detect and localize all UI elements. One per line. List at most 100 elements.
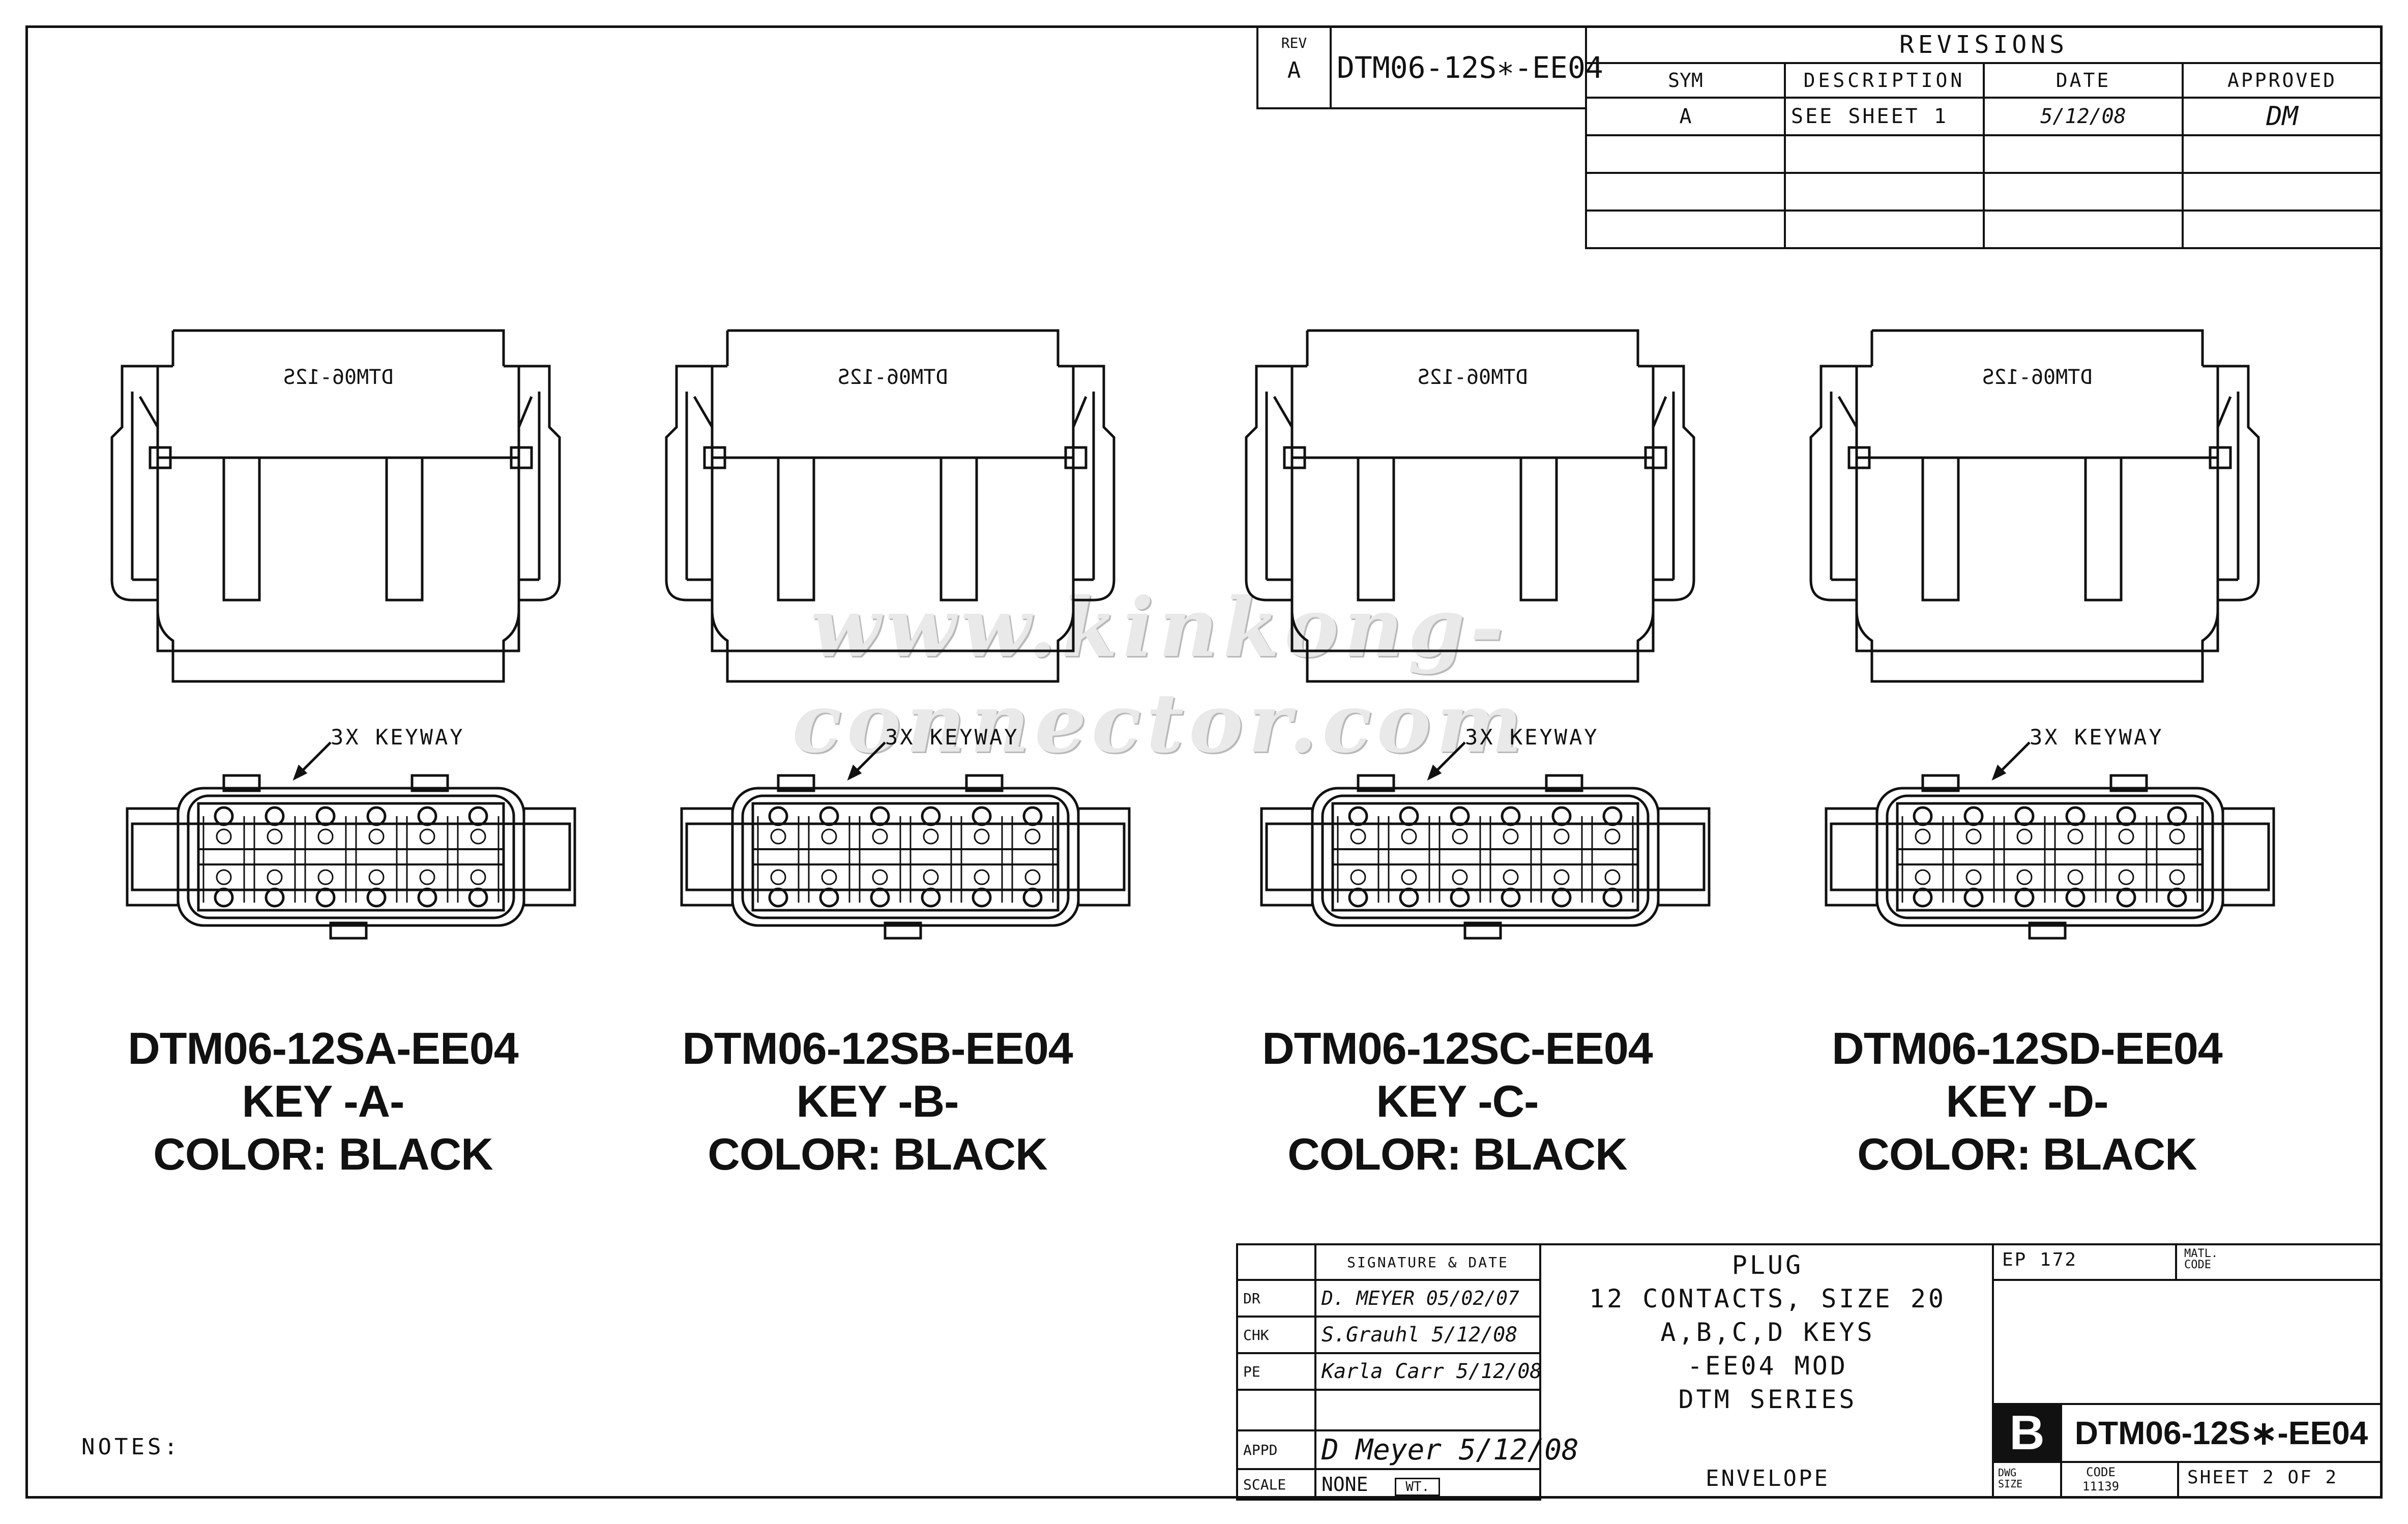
- rev-sym: A: [1585, 97, 1786, 136]
- wt-label: WT.: [1395, 1478, 1441, 1496]
- sig-corner: [1236, 1243, 1316, 1281]
- col-date: DATE: [1983, 62, 2184, 99]
- contact-pin-icon: [216, 869, 232, 885]
- size-letter: B: [1994, 1405, 2060, 1461]
- contact-pin-icon: [2016, 828, 2033, 845]
- contact-area: [751, 802, 1060, 912]
- right-latch-detail: [1072, 392, 1095, 581]
- desc-line: DTM SERIES: [1678, 1385, 1857, 1414]
- body-text: DTM06-12S: [1418, 366, 1528, 389]
- contact-pin-icon: [872, 828, 888, 845]
- contact-cavity-icon: [2116, 806, 2136, 826]
- part-number: DTM06-12SC-EE04: [1262, 1023, 1653, 1073]
- contact-cavity-icon: [2014, 806, 2035, 826]
- rev-value: A: [1287, 57, 1301, 83]
- contact-cavity-icon: [921, 806, 941, 826]
- cavity-wall: [457, 816, 500, 903]
- contact-cavity-icon: [1551, 887, 1572, 908]
- body-rib: [2084, 456, 2123, 602]
- sig-blank: [1236, 1389, 1316, 1431]
- center-divider: [1333, 848, 1638, 865]
- ep-number: EP 172: [1994, 1245, 2177, 1281]
- rev-date: [1983, 172, 2184, 212]
- left-latch-button: [1283, 446, 1306, 469]
- cavity-wall: [1540, 816, 1583, 903]
- sig-blank: [1314, 1389, 1541, 1431]
- contact-pin-icon: [2169, 828, 2185, 845]
- contact-pin-icon: [872, 869, 888, 885]
- contact-cavity-icon: [972, 887, 992, 908]
- right-latch-button: [510, 446, 533, 469]
- cavity-wall: [355, 816, 398, 903]
- contact-pin-icon: [974, 828, 990, 845]
- scale-label: SCALE: [1236, 1468, 1316, 1501]
- dwg-number: DTM06-12S∗-EE04: [2060, 1405, 2381, 1461]
- contact-cavity-icon: [1602, 806, 1623, 826]
- contact-area: [1331, 802, 1639, 912]
- col-approved: APPROVED: [2182, 62, 2383, 99]
- cavity-wall: [909, 816, 952, 903]
- cavity-wall: [2105, 816, 2148, 903]
- cavity-wall: [2156, 816, 2198, 903]
- sig-chk: S.Grauhl 5/12/08: [1314, 1316, 1541, 1354]
- contact-cavity-icon: [2116, 887, 2136, 908]
- face-inner: [1321, 794, 1650, 919]
- contact-cavity-icon: [1450, 806, 1470, 826]
- cavity-wall: [2003, 816, 2046, 903]
- rev-cell: REV A: [1256, 25, 1332, 109]
- color-label: COLOR: BLACK: [708, 1129, 1047, 1179]
- center-divider: [753, 848, 1058, 865]
- rev-description: [1784, 134, 1985, 174]
- body-base: [1855, 610, 2219, 683]
- divider: [2060, 1463, 2062, 1497]
- code-value: 11139: [2082, 1479, 2120, 1493]
- cavity-wall: [253, 816, 296, 903]
- contact-pin-icon: [419, 869, 435, 885]
- contact-cavity-icon: [1399, 887, 1419, 908]
- connector-label-d: DTM06-12SD-EE04 KEY -D- COLOR: BLACK: [1811, 1022, 2243, 1181]
- scale-value: NONE: [1322, 1473, 1368, 1496]
- keyway-arrow-icon: [292, 764, 308, 781]
- contact-cavity-icon: [1913, 887, 1933, 908]
- divider: [1994, 1403, 2381, 1405]
- contact-pin-icon: [2118, 828, 2134, 845]
- key-label: KEY -B-: [796, 1076, 959, 1126]
- center-divider: [198, 848, 504, 865]
- contact-area: [1896, 802, 2204, 912]
- face-body: [731, 787, 1080, 927]
- key-rib: [777, 774, 815, 792]
- contact-cavity-icon: [1602, 887, 1623, 908]
- sig-appd: D Meyer 5/12/08: [1314, 1429, 1579, 1470]
- cavity-wall: [406, 816, 449, 903]
- contact-area: [197, 802, 505, 912]
- color-label: COLOR: BLACK: [1857, 1129, 2197, 1179]
- contact-cavity-icon: [1501, 887, 1521, 908]
- contact-pin-icon: [2016, 869, 2033, 885]
- face-body: [177, 787, 525, 927]
- contact-cavity-icon: [870, 806, 890, 826]
- contact-cavity-icon: [2065, 806, 2086, 826]
- cavity-wall: [1591, 816, 1634, 903]
- face-flange: [1265, 822, 1706, 891]
- face-body: [1311, 787, 1660, 927]
- body-rib: [222, 456, 261, 602]
- body-top-outline: [156, 329, 520, 478]
- col-description: DESCRIPTION: [1784, 62, 1985, 99]
- key-rib: [1921, 774, 1960, 792]
- side-view-a: DTM06-12S: [110, 329, 561, 683]
- left-latch: [665, 365, 712, 602]
- table-row: APPD D Meyer 5/12/08: [1236, 1429, 1579, 1470]
- body-lower: [711, 456, 1075, 652]
- sig-pe: Karla Carr 5/12/08: [1314, 1352, 1542, 1391]
- sheet-number: SHEET 2 OF 2: [2187, 1467, 2338, 1488]
- connector-label-c: DTM06-12SC-EE04 KEY -C- COLOR: BLACK: [1241, 1022, 1673, 1181]
- contact-pin-icon: [2067, 828, 2083, 845]
- code-label: CODE: [2086, 1465, 2116, 1479]
- right-latch-detail: [2216, 392, 2240, 581]
- rev-approved: [2182, 134, 2383, 174]
- face-flange: [685, 822, 1126, 891]
- contact-cavity-icon: [819, 887, 839, 908]
- contact-cavity-icon: [972, 806, 992, 826]
- right-latch: [2218, 365, 2260, 602]
- keyway-arrow-icon: [1427, 764, 1442, 781]
